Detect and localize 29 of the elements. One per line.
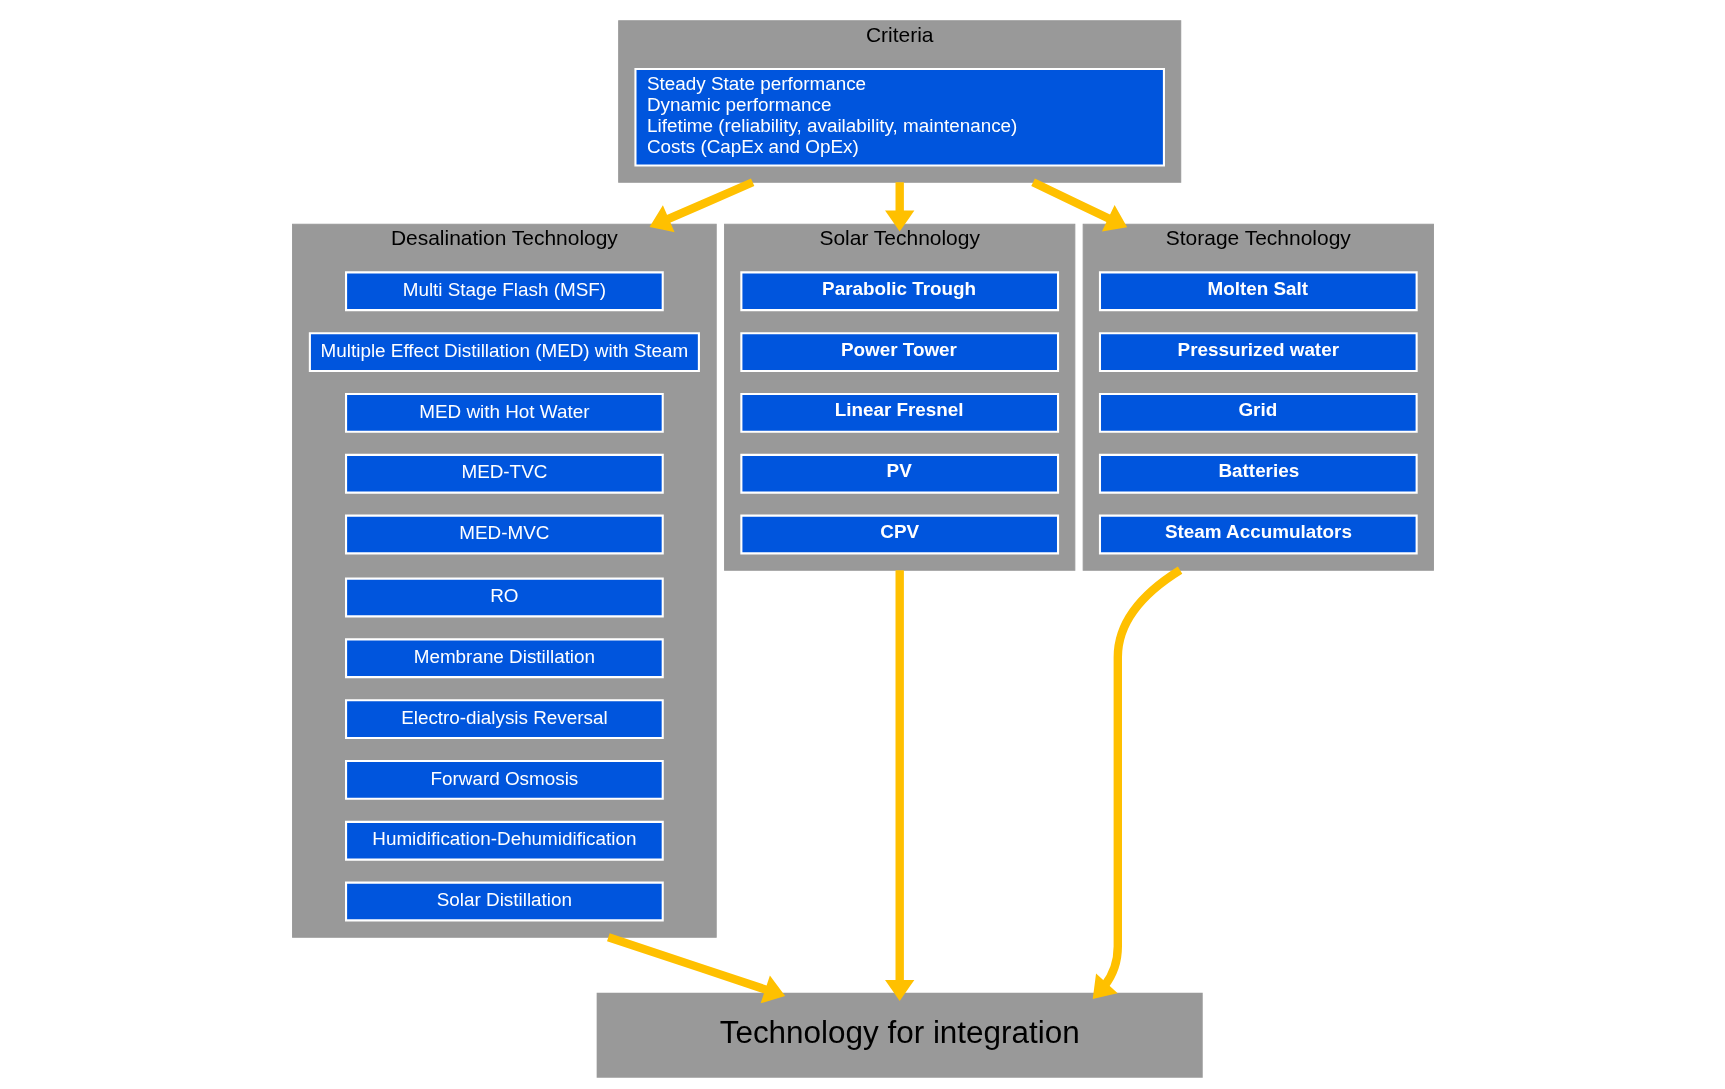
node-box: MED-TVC [344, 453, 664, 494]
node-box: Multi Stage Flash (MSF) [344, 271, 664, 312]
node-box: Batteries [1098, 453, 1418, 494]
node-box: Multiple Effect Distillation (MED) with Steam [308, 332, 700, 372]
node-box: Pressurized water [1098, 332, 1418, 372]
node-box: Grid [1098, 392, 1418, 433]
node-box: Technology for integration [596, 992, 1203, 1078]
arrow [884, 570, 914, 1001]
arrow [1030, 178, 1127, 232]
node-box: Molten Salt [1098, 271, 1418, 312]
node-box: PV [739, 453, 1059, 494]
node-box: Forward Osmosis [344, 760, 664, 800]
node-box: Membrane Distillation [344, 638, 664, 679]
arrow [1092, 566, 1182, 999]
node-box: MED-MVC [344, 514, 664, 555]
arrow [884, 182, 914, 232]
node-box: Linear Fresnel [739, 392, 1059, 433]
node-box: Humidification-Dehumidification [344, 820, 664, 861]
node-box: Parabolic Trough [739, 271, 1059, 312]
node-box: Electro-dialysis Reversal [344, 699, 664, 739]
node-box: Steam Accumulators [1098, 514, 1418, 555]
arrow [649, 178, 754, 233]
node-box: CPV [739, 514, 1059, 555]
node-box: Solar Distillation [344, 881, 664, 922]
node-box: RO [344, 577, 664, 618]
node-box: Power Tower [739, 332, 1059, 372]
node-box: MED with Hot Water [344, 392, 664, 433]
node-box: Steady State performance Dynamic performance Lifetime (reliability, availability, maintenance) Costs (CapEx and OpEx) [633, 67, 1165, 167]
arrow [606, 933, 785, 1004]
